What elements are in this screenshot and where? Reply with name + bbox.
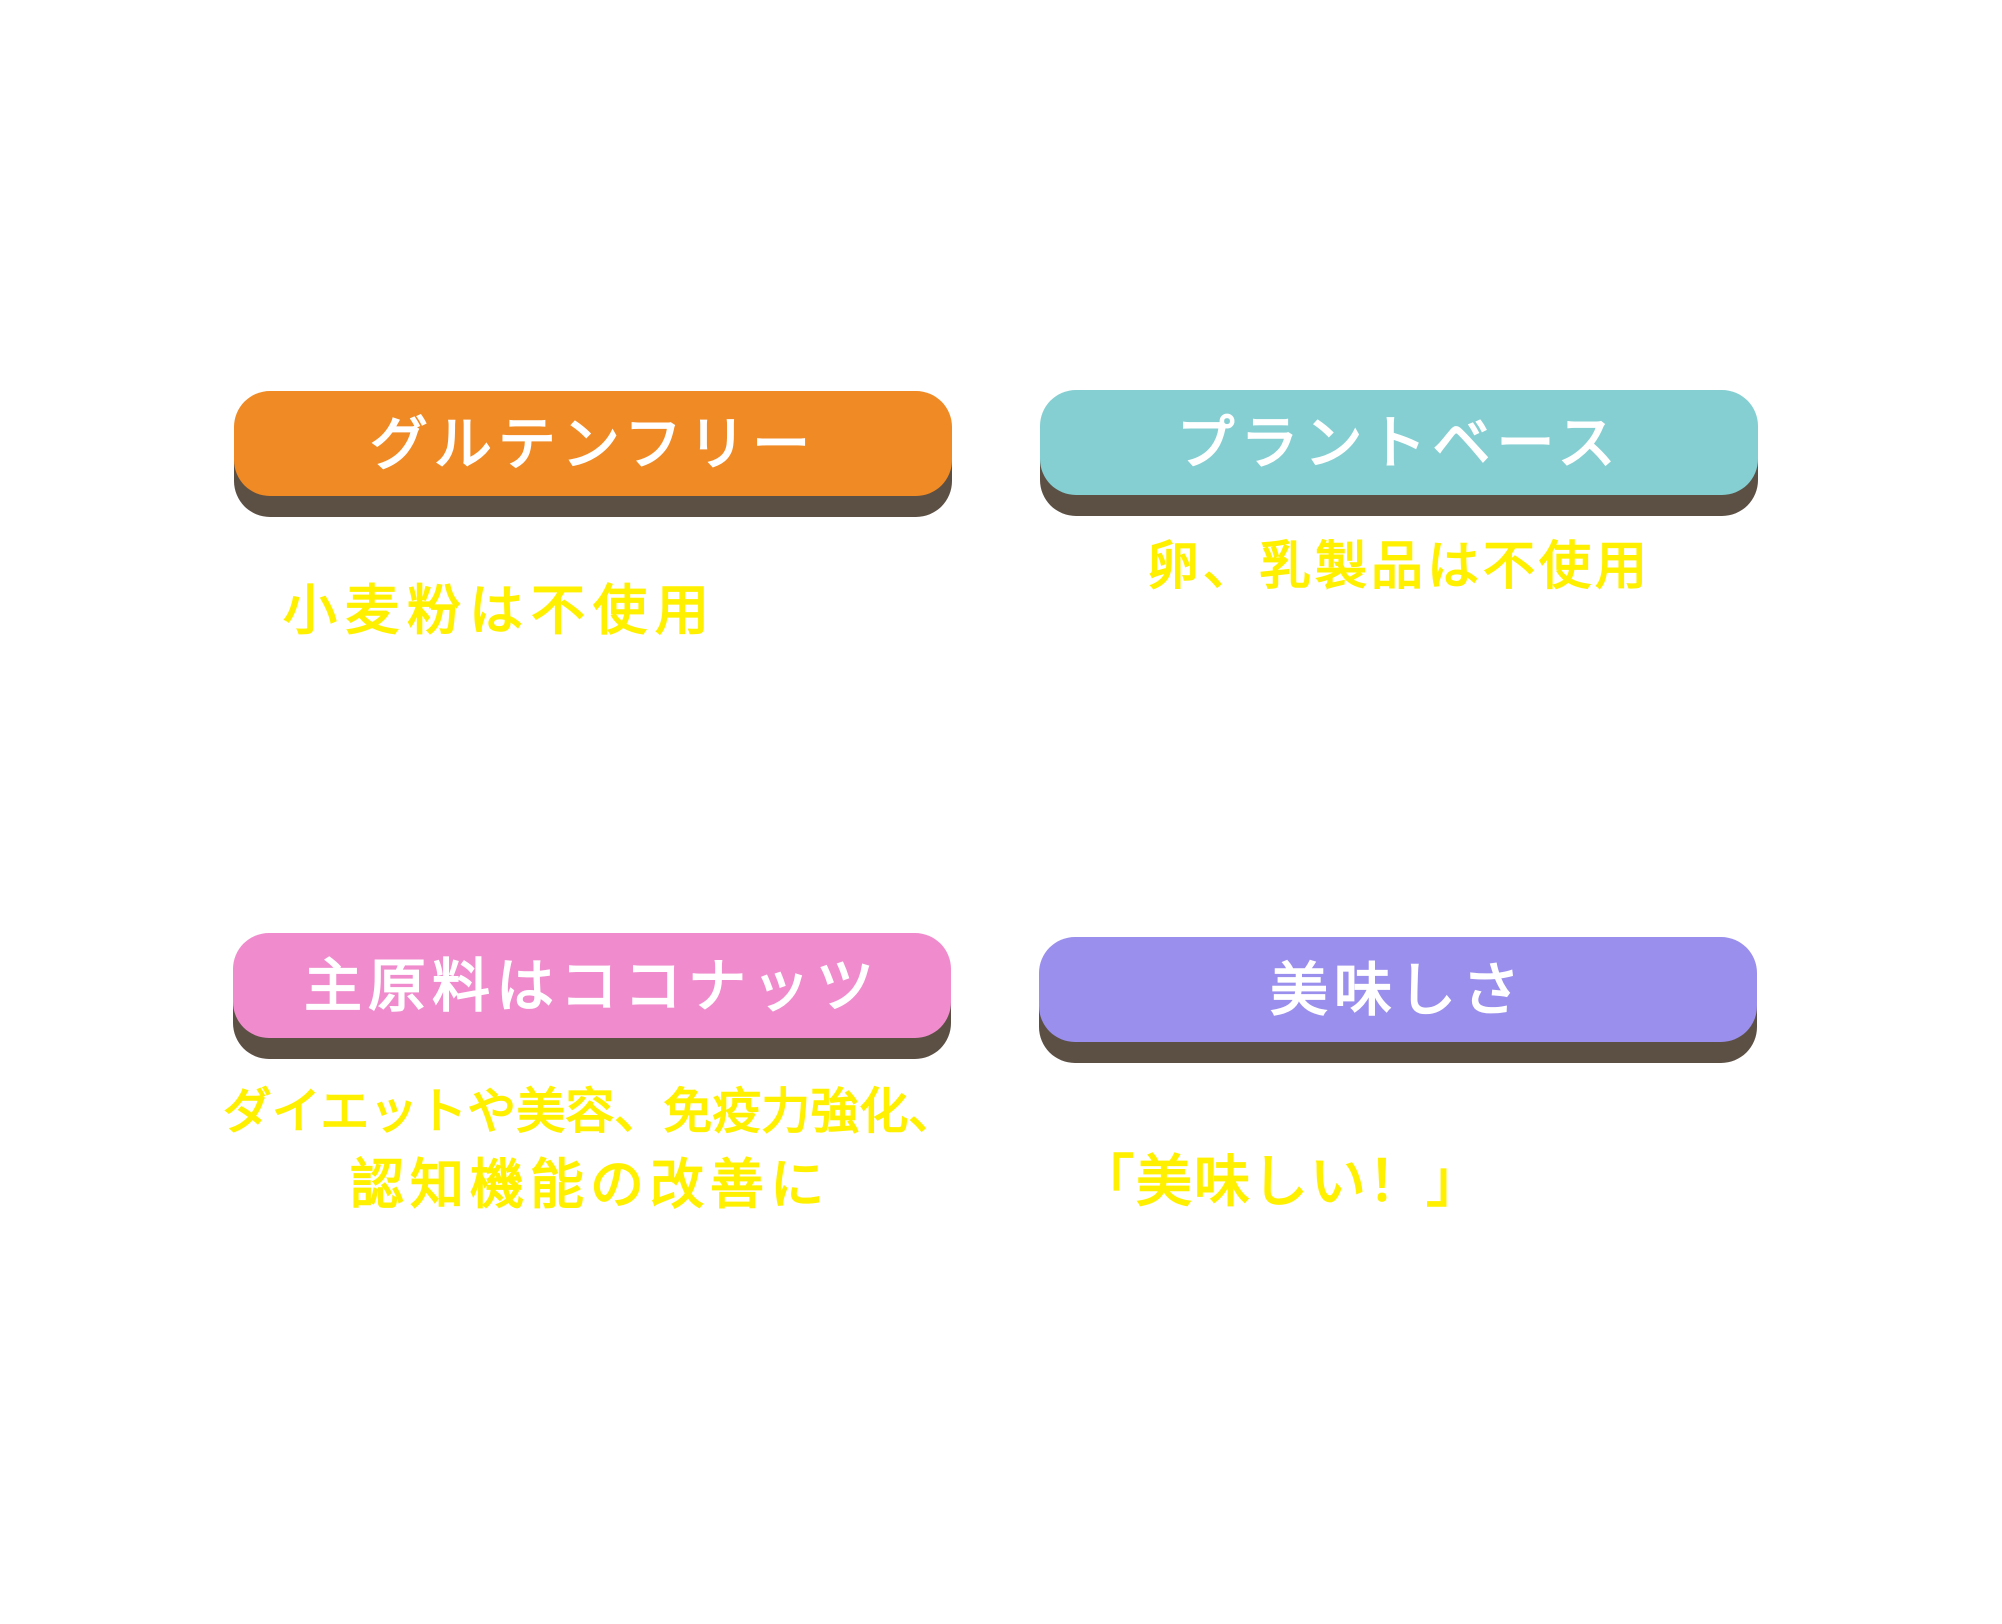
gluten-free-badge: グルテンフリー [234, 391, 952, 517]
badge-face: 主原料はココナッツ [233, 933, 951, 1038]
badge-title: グルテンフリー [369, 409, 817, 478]
coconut-description-line-1: ダイエットや美容、免疫力強化、 [222, 1083, 958, 1140]
coconut-ingredient-badge: 主原料はココナッツ [233, 933, 951, 1059]
gluten-free-description: 小麦粉は不使用 [283, 579, 717, 642]
badge-title: 主原料はココナッツ [303, 951, 880, 1020]
plant-based-badge: プラントベース [1040, 390, 1758, 516]
plant-based-description: 卵、乳製品は不使用 [1146, 537, 1651, 597]
badge-face: プラントベース [1040, 390, 1758, 495]
taste-badge: 美味しさ [1039, 937, 1757, 1063]
coconut-description-line-2: 認知機能の改善に [350, 1153, 830, 1216]
taste-description: 「美味しい！」 [1078, 1150, 1484, 1215]
badge-face: 美味しさ [1039, 937, 1757, 1042]
badge-face: グルテンフリー [234, 391, 952, 496]
badge-title: プラントベース [1176, 408, 1622, 477]
badge-title: 美味しさ [1269, 955, 1526, 1024]
